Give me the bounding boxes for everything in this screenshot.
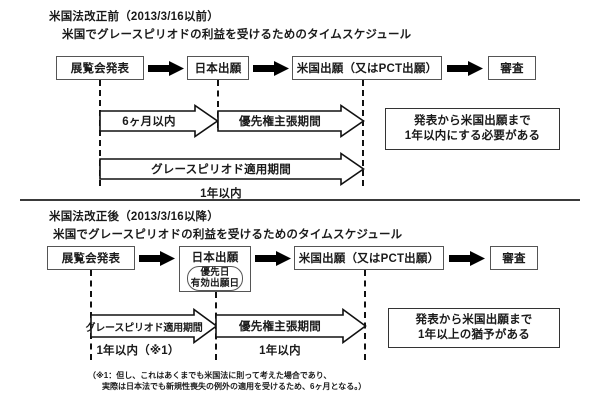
- section-before-subtitle: 米国でグレースピリオドの利益を受けるためのタイムスケジュール: [62, 29, 412, 41]
- flow-box-examination-after: 審査: [490, 246, 538, 270]
- note-box-after-line1: 発表から米国出願まで: [415, 314, 533, 326]
- jp-priority-line1: 優先日: [200, 267, 230, 278]
- footnote-line-2: 実際は日本法でも新規性喪失の例外の適用を受けるため、6ヶ月となる。）: [102, 382, 367, 391]
- section-divider: [20, 199, 580, 201]
- flow-arrow-2-before: [253, 61, 289, 76]
- guide-line-exhibition-before: [99, 80, 101, 186]
- note-box-before-line1: 発表から米国出願まで: [414, 115, 531, 127]
- band-label-priority-after: 優先権主張期間: [239, 321, 321, 333]
- band-arrow-6months-before: [99, 104, 219, 138]
- note-box-after: 発表から米国出願まで 1年以上の猶予がある: [388, 308, 560, 348]
- flow-box-jp-application-after: 日本出願 優先日 有効出願日: [179, 246, 251, 292]
- footnote: （※1：但し、これはあくまでも米国法に則って考えた場合であり、 実際は日本法でも…: [88, 370, 366, 392]
- band-label-priority-before: 優先権主張期間: [239, 116, 321, 128]
- band-under-priority-after: 1年以内: [259, 345, 301, 357]
- flow-box-jp-priority-subbox: 優先日 有効出願日: [186, 266, 244, 291]
- band-arrow-priority-before: [217, 104, 365, 138]
- flow-arrow-1-after: [139, 251, 175, 266]
- guide-line-jp-before: [217, 80, 219, 128]
- flow-box-examination-before: 審査: [488, 56, 536, 80]
- guide-line-us-before: [362, 80, 364, 186]
- flow-arrow-1-before: [148, 61, 184, 76]
- flow-box-jp-application-after-label: 日本出願: [191, 252, 239, 264]
- note-box-before: 発表から米国出願まで 1年以内にする必要がある: [385, 108, 560, 150]
- flow-arrow-3-before: [447, 61, 483, 76]
- section-before-title: 米国法改正前（2013/3/16以前）: [49, 11, 219, 23]
- note-box-before-line2: 1年以内にする必要がある: [404, 130, 541, 142]
- flow-box-exhibition-after: 展覧会発表: [47, 246, 135, 270]
- guide-line-us-after: [364, 270, 366, 360]
- flow-box-us-application-after: 米国出願（又はPCT出願）: [294, 246, 444, 270]
- band-arrow-graceperiod-after: [90, 308, 218, 344]
- band-label-6months-before: 6ヶ月以内: [122, 116, 176, 128]
- jp-priority-line2: 有効出願日: [190, 278, 240, 289]
- band-under-graceperiod-after: 1年以内（※1）: [96, 345, 180, 357]
- footnote-line-1: （※1：但し、これはあくまでも米国法に則って考えた場合であり、: [88, 371, 332, 380]
- flow-box-jp-application-before: 日本出願: [187, 56, 249, 80]
- flow-arrow-3-after: [449, 251, 485, 266]
- band-label-graceperiod-before: グレースピリオド適用期間: [151, 164, 291, 176]
- flow-box-us-application-before: 米国出願（又はPCT出願）: [292, 56, 442, 80]
- section-after-subtitle: 米国でグレースピリオドの利益を受けるためのタイムスケジュール: [53, 229, 403, 241]
- band-under-graceperiod-before: 1年以内: [200, 188, 242, 200]
- band-arrow-priority-after: [215, 308, 367, 344]
- note-box-after-line2: 1年以上の猶予がある: [418, 329, 530, 341]
- section-after-title: 米国法改正後（2013/3/16以降）: [49, 211, 219, 223]
- band-label-graceperiod-after: グレースピリオド適用期間: [85, 322, 203, 334]
- flow-arrow-2-after: [255, 251, 291, 266]
- flow-box-exhibition-before: 展覧会発表: [56, 56, 144, 80]
- band-arrow-graceperiod-before: [99, 152, 365, 186]
